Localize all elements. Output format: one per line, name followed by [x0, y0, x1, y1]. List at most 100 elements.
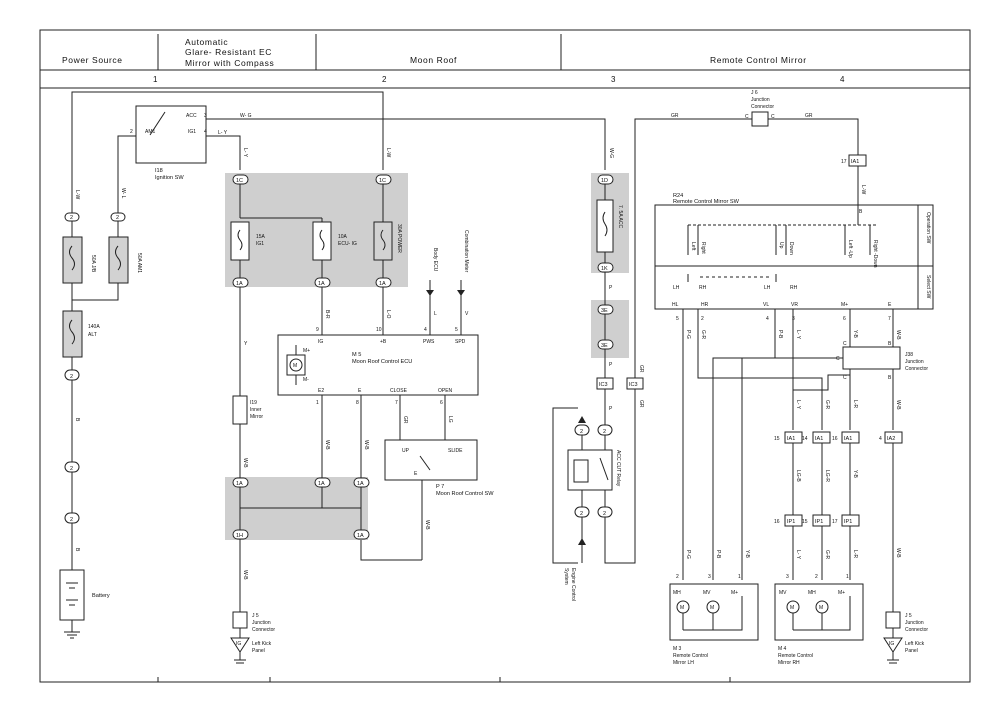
mirror-rh-name: M 4: [778, 646, 787, 652]
select-pin-label: LH: [673, 285, 680, 291]
section-auto-mirror-1: Automatic: [185, 37, 228, 47]
svg-text:B: B: [888, 341, 892, 347]
wire-color: L-O: [385, 310, 391, 318]
svg-text:2: 2: [603, 511, 606, 517]
column-2: 2: [382, 75, 387, 84]
wire-color: W-B: [424, 520, 430, 530]
svg-text:IP1: IP1: [815, 519, 823, 525]
inner-mirror-desc: Inner: [250, 407, 262, 413]
moon-roof-control-switch: [384, 439, 478, 481]
wire-color: GR: [402, 416, 408, 424]
svg-text:C: C: [843, 341, 847, 347]
operation-sw-label: Operation SW: [925, 212, 931, 244]
wire-color: P: [609, 406, 613, 412]
pin-label: CLOSE: [390, 388, 408, 394]
wire-color: L- Y: [795, 550, 801, 560]
wire-color: W- G: [240, 113, 252, 119]
svg-text:17: 17: [841, 159, 847, 165]
svg-text:1: 1: [738, 574, 741, 580]
svg-text:1A: 1A: [379, 281, 386, 287]
svg-text:IP1: IP1: [787, 519, 795, 525]
wire-color: GR: [638, 365, 644, 373]
ground-icon: [230, 637, 250, 653]
column-4: 4: [840, 75, 845, 84]
svg-text:3: 3: [786, 574, 789, 580]
wire-color: W-B: [242, 458, 248, 468]
fuse-label: 15A: [256, 234, 266, 240]
battery: [59, 569, 85, 621]
svg-text:C: C: [745, 114, 749, 120]
svg-text:6: 6: [440, 400, 443, 406]
fuse-label: 7. 5A ACC: [617, 205, 623, 228]
op-position-label: Left -Up: [847, 240, 853, 258]
op-position-label: Right -Down: [872, 240, 878, 268]
inner-mirror: [232, 395, 248, 425]
op-position-label: Left: [690, 242, 696, 251]
mirror-rh-desc: Remote Control: [778, 653, 813, 659]
pin-label: MH: [808, 590, 816, 596]
j6-name: J 6: [751, 90, 758, 96]
pin-label: M+: [838, 590, 845, 596]
terminal-label: E: [888, 302, 892, 308]
moonroof-sw-name: P 7: [436, 484, 444, 490]
wire-color: Y: [244, 341, 248, 347]
svg-text:C: C: [771, 114, 775, 120]
wire-color: P: [609, 285, 613, 291]
j38-desc: Connector: [905, 366, 928, 372]
wire-color: B: [74, 418, 80, 422]
pin-label: MH: [673, 590, 681, 596]
svg-text:M: M: [790, 605, 794, 611]
svg-text:2: 2: [116, 215, 119, 221]
svg-text:3E: 3E: [601, 308, 608, 314]
svg-text:1A: 1A: [318, 281, 325, 287]
svg-text:4: 4: [879, 436, 882, 442]
moon-roof-ecu: [277, 334, 479, 396]
wire-color: B: [74, 548, 80, 552]
wire-color: Y-B: [852, 330, 858, 339]
jb-ground-col2: 1A 1A 1A 1H 1A: [232, 477, 370, 540]
terminal-label: HR: [701, 302, 709, 308]
svg-text:2: 2: [70, 215, 73, 221]
svg-text:M: M: [680, 605, 684, 611]
section-auto-mirror-2: Glare- Resistant EC: [185, 47, 272, 57]
pin-label: PWS: [423, 339, 435, 345]
wire-color: V: [465, 311, 469, 317]
wire-color: W-B: [324, 440, 330, 450]
section-power-source: Power Source: [62, 55, 123, 65]
pin-label: SPD: [455, 339, 466, 345]
wire-color: L-R: [852, 550, 858, 558]
j6-desc: Junction: [751, 97, 770, 103]
acc-relay-label: ACC CUT Relay: [615, 450, 621, 487]
select-sw-label: Select SW: [925, 275, 931, 299]
svg-text:1D: 1D: [601, 178, 608, 184]
svg-text:1C: 1C: [236, 178, 243, 184]
svg-text:IA1: IA1: [851, 159, 859, 165]
wire-color: W-B: [363, 440, 369, 450]
op-position-label: Up: [778, 242, 784, 249]
svg-text:IA1: IA1: [787, 436, 795, 442]
svg-text:2: 2: [70, 374, 73, 380]
wire-color: GR: [805, 113, 813, 119]
select-pin-label: RH: [790, 285, 798, 291]
fuse-label: 140A: [88, 324, 100, 330]
select-switch: LH RH LH RH HL HR VL VR M+ E: [672, 274, 892, 308]
operation-positions: Left Right Up Down Left -Up Right -Down: [687, 225, 878, 268]
terminal-label: VL: [763, 302, 769, 308]
fuse-label: 50A AM1: [136, 253, 142, 273]
mirror-lh-desc: Remote Control: [673, 653, 708, 659]
inner-mirror-name: I19: [250, 400, 257, 406]
ground-location: Left Kick: [252, 641, 272, 647]
wire-color: L-W: [385, 148, 391, 157]
select-pin-label: RH: [699, 285, 707, 291]
wire-color: W-B: [242, 570, 248, 580]
battery-label: Battery: [92, 593, 110, 599]
wire-color: GR: [671, 113, 679, 119]
pin-label: M+: [303, 348, 310, 354]
ecu-name: M 5: [352, 352, 361, 358]
mirror-rh-desc: Mirror RH: [778, 660, 800, 666]
wire-color: P-B: [715, 550, 721, 559]
connectors-ip: IP1 16 IP1 15 IP1 17: [774, 514, 860, 527]
svg-text:IA2: IA2: [887, 436, 895, 442]
svg-text:1A: 1A: [318, 481, 325, 487]
motor-icon: [289, 358, 303, 372]
